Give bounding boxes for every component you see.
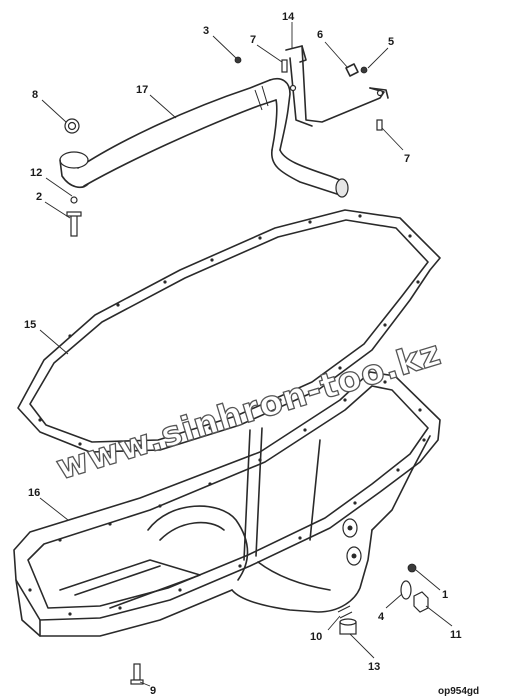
leader-lines [39,22,453,687]
callout-2: 2 [36,191,42,203]
top-hardware [64,56,383,237]
callout-14: 14 [282,11,295,23]
callout-16: 16 [28,487,40,499]
drain-hardware [130,563,429,685]
callout-12: 13 [368,661,380,673]
callout-4: 4 [378,611,385,623]
suction-tube [59,78,349,198]
callout-13: 12 [30,167,42,179]
tube-bracket [285,45,389,127]
pan-flange-holes [28,380,426,616]
callout-7-top: 7 [250,34,256,46]
callout-1: 1 [442,589,448,601]
callout-15: 15 [24,319,36,331]
callout-17: 17 [136,84,148,96]
callout-9: 9 [150,685,156,697]
oil-pan [13,371,441,637]
callout-labels: 3 7 14 6 5 7 8 17 12 2 15 16 1 4 11 10 1… [24,11,462,697]
callout-10: 10 [310,631,322,643]
callout-5: 5 [388,36,394,48]
gasket-holes [38,214,420,448]
callout-6: 6 [317,29,323,41]
callout-3: 3 [203,25,209,37]
oil-pan-gasket [17,209,441,453]
callout-11: 11 [450,629,462,641]
figure-code: op954gd [438,686,479,697]
callout-7-right: 7 [404,153,410,165]
callout-8: 8 [32,89,38,101]
